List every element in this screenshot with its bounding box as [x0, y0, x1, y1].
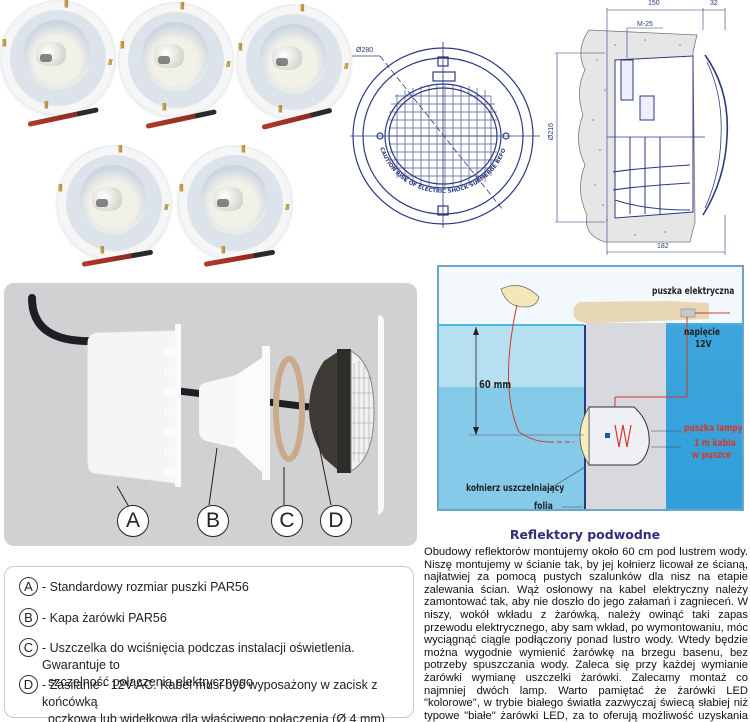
legend-text-d: - Zasilanie - 12V AC. Kabel musi być wyp…: [42, 678, 385, 722]
legend-text-a: - Standardowy rozmiar puszki PAR56: [42, 580, 249, 594]
article-body: Obudowy reflektorów montujemy około 60 c…: [424, 546, 748, 722]
legend-item-d: D - Zasilanie - 12V AC. Kabel musi być w…: [19, 675, 413, 722]
label-b: B: [197, 505, 229, 537]
voltage-value: 12V: [695, 339, 712, 350]
exploded-view-panel: A B C D: [4, 283, 417, 546]
dim-182: 182: [657, 243, 669, 250]
legend-item-b: B - Kapa żarówki PAR56: [19, 608, 167, 627]
depth-label: 60 mm: [479, 379, 512, 391]
label-d: D: [320, 505, 352, 537]
lamp-photo-1: |||||| |||///: [0, 0, 116, 116]
label-c: C: [271, 505, 303, 537]
legend-text-c: - Uszczelka do wciśnięcia podczas instal…: [42, 641, 355, 689]
legend-badge-d: D: [19, 675, 38, 694]
legend-badge-b: B: [19, 608, 38, 627]
lamp-photo-2: |||||| |||///: [118, 1, 234, 118]
junction-box-label: puszka elektryczna: [652, 286, 735, 297]
dim-32: 32: [710, 0, 718, 7]
article-title: Reflektory podwodne: [509, 527, 661, 542]
diameter-label: Ø280: [356, 47, 374, 54]
lamp-photo-5: |||||| |||///: [177, 144, 293, 261]
voltage-label: napięcie: [684, 327, 721, 338]
dim-216: Ø216: [548, 122, 556, 141]
lamp-photo-4: |||||| |||///: [56, 144, 172, 261]
cable-label-2: w puszce: [692, 450, 732, 461]
cable-label-1: 1 m kabla: [694, 438, 736, 449]
legend-badge-c: C: [19, 638, 38, 657]
liner-label: folia: [534, 501, 553, 511]
part-m25: M-25: [637, 21, 653, 28]
dim-150: 150: [648, 0, 660, 7]
section-view-drawing: 150 32 182 Ø216 M-25: [545, 0, 750, 260]
lamp-photo-3: |||||| |||///: [236, 3, 352, 120]
front-view-drawing: CAUTION RISK OF ELECTRIC SHOCK SUBMERGE …: [338, 0, 550, 260]
pool-installation-diagram: puszka elektryczna napięcie 12V 60 mm pu…: [437, 265, 744, 511]
legend-item-a: A - Standardowy rozmiar puszki PAR56: [19, 577, 249, 596]
label-a: A: [117, 505, 149, 537]
lamp-box-label: puszka lampy: [684, 423, 743, 434]
legend-text-b: - Kapa żarówki PAR56: [42, 611, 167, 625]
legend-badge-a: A: [19, 577, 38, 596]
legend-box: A - Standardowy rozmiar puszki PAR56 B -…: [4, 566, 414, 722]
flange-label: kołnierz uszczelniający: [466, 483, 565, 494]
legend-item-c: C - Uszczelka do wciśnięcia podczas inst…: [19, 638, 413, 691]
